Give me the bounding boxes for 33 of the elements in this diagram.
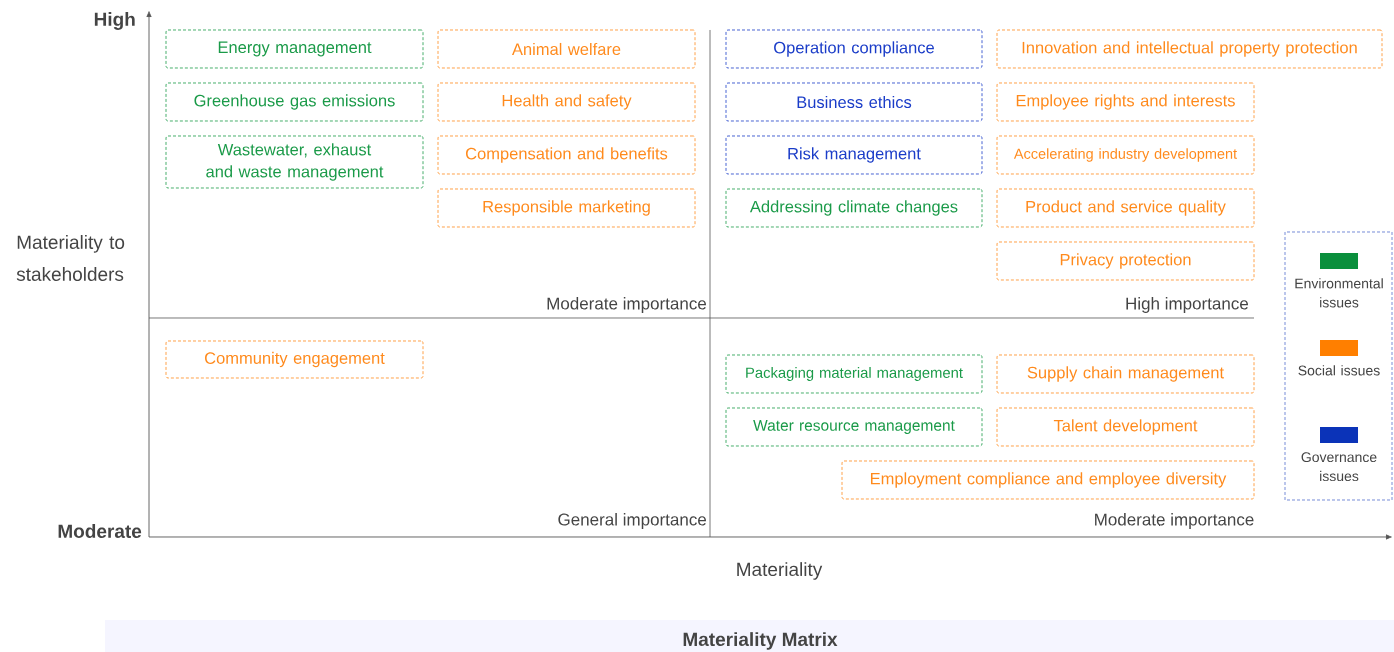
issue-box: Risk management bbox=[725, 135, 983, 175]
quadrant-label: High importance bbox=[1126, 297, 1248, 313]
legend-label: Environmental issues bbox=[1295, 278, 1383, 308]
issue-box: Employee rights and interests bbox=[996, 82, 1255, 122]
axis-label: High bbox=[94, 12, 135, 30]
legend-label: Social issues bbox=[1298, 365, 1380, 376]
issue-box: Community engagement bbox=[165, 340, 424, 379]
caption-band: Materiality Matrix bbox=[105, 620, 1394, 652]
legend-label: Governance issues bbox=[1301, 452, 1377, 482]
issue-box: Animal welfare bbox=[437, 29, 696, 69]
issue-box: Talent development bbox=[996, 407, 1255, 447]
issue-box: Health and safety bbox=[437, 82, 696, 122]
issue-box: Accelerating industry development bbox=[996, 135, 1255, 175]
axis-title: Materiality to stakeholders bbox=[16, 235, 125, 281]
issue-box: Energy management bbox=[165, 29, 424, 69]
axis-title: Materiality bbox=[737, 562, 823, 580]
issue-box: Privacy protection bbox=[996, 241, 1255, 281]
issue-box: Responsible marketing bbox=[437, 188, 696, 228]
issue-box: Wastewater, exhaust and waste management bbox=[165, 135, 424, 189]
issue-box: Innovation and intellectual property protection bbox=[996, 29, 1383, 69]
quadrant-label: General importance bbox=[558, 513, 706, 529]
issue-box: Employment compliance and employee diversity bbox=[841, 460, 1255, 500]
issue-box: Water resource management bbox=[725, 407, 983, 447]
issue-box: Greenhouse gas emissions bbox=[165, 82, 424, 122]
axis-label: Moderate bbox=[58, 524, 142, 538]
issue-box: Supply chain management bbox=[996, 354, 1255, 394]
issue-box: Operation compliance bbox=[725, 29, 983, 69]
issue-box: Compensation and benefits bbox=[437, 135, 696, 175]
issue-box: Product and service quality bbox=[996, 188, 1255, 228]
quadrant-label: Moderate importance bbox=[547, 297, 706, 313]
issue-box: Addressing climate changes bbox=[725, 188, 983, 228]
issue-box: Packaging material management bbox=[725, 354, 983, 394]
issue-box: Business ethics bbox=[725, 82, 983, 122]
